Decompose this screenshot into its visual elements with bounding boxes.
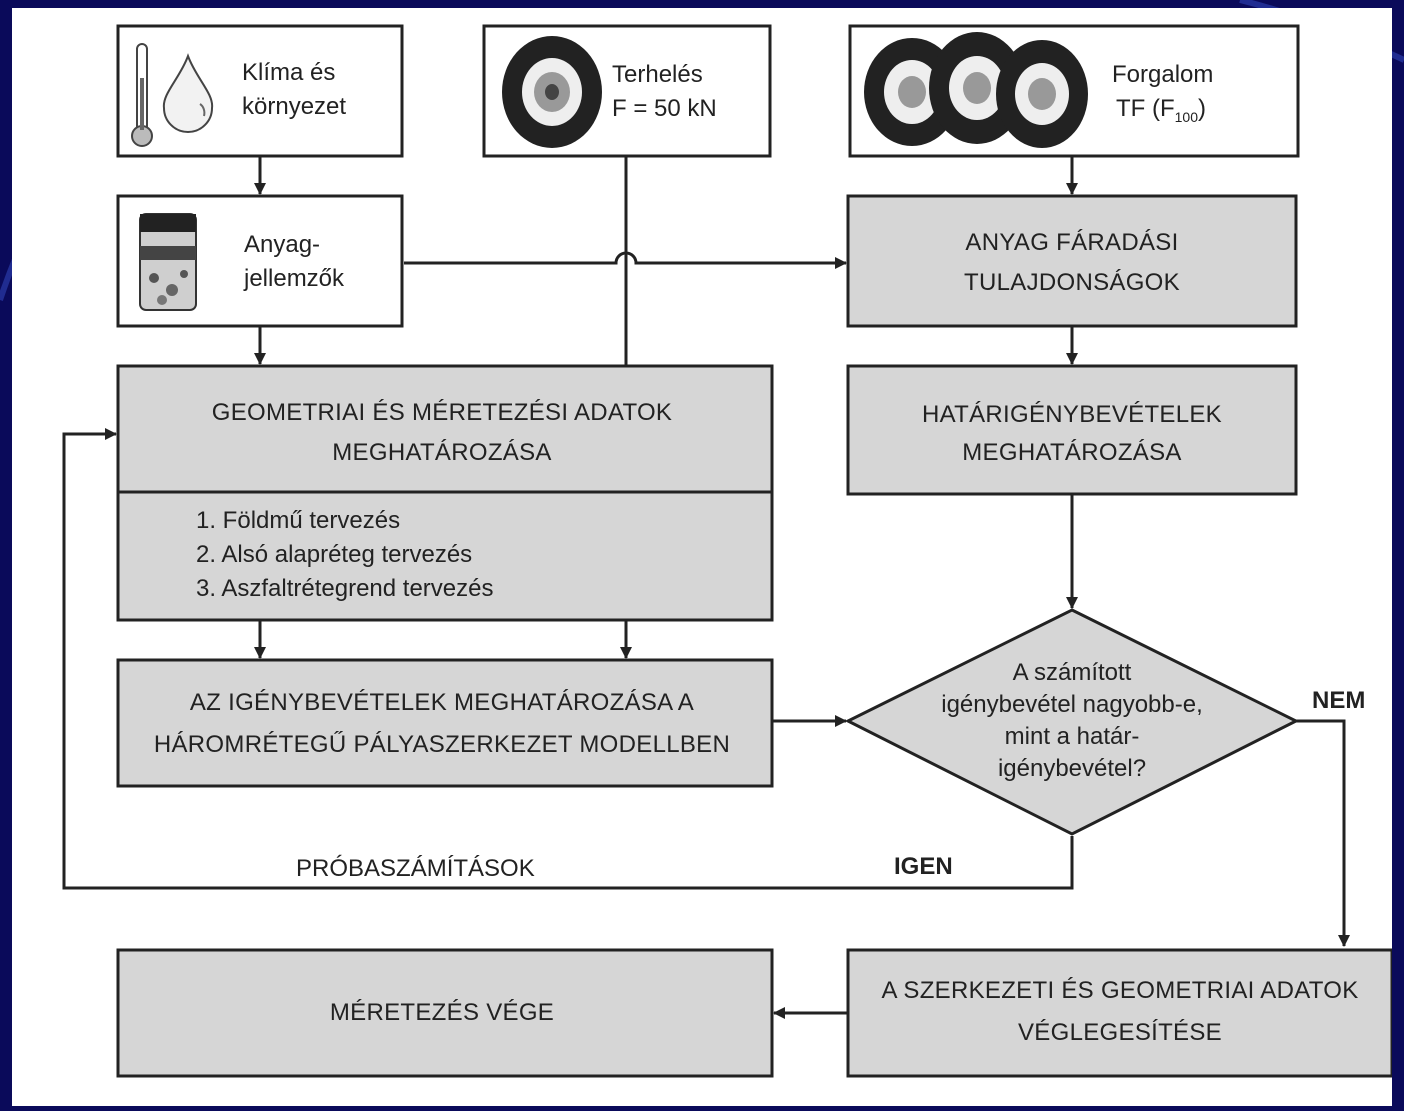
hatar-line1: HATÁRIGÉNYBEVÉTELEK: [922, 401, 1222, 428]
vege-label: MÉRETEZÉS VÉGE: [330, 999, 554, 1026]
forgalom-line1: Forgalom: [1112, 61, 1213, 88]
decision-line4: igénybevétel?: [998, 755, 1146, 782]
box-hatar: HATÁRIGÉNYBEVÉTELEK MEGHATÁROZÁSA: [846, 364, 1298, 496]
step-3: 3. Aszfaltrétegrend tervezés: [196, 575, 494, 602]
box-anyagjellemzok: Anyag- jellemzők: [116, 194, 404, 328]
anyag-line1: Anyag-: [244, 231, 320, 258]
decision-line1: A számított: [1013, 659, 1132, 686]
box-vege: MÉRETEZÉS VÉGE: [116, 948, 774, 1078]
label-probaszamitasok: PRÓBASZÁMÍTÁSOK: [296, 855, 535, 882]
box-faradasi: ANYAG FÁRADÁSI TULAJDONSÁGOK: [846, 194, 1298, 328]
box-terheles: Terhelés F = 50 kN: [482, 24, 772, 158]
decision-line3: mint a határ-: [1005, 723, 1140, 750]
arrow-igen-loop: [62, 428, 1074, 890]
hatar-line2: MEGHATÁROZÁSA: [962, 439, 1181, 466]
material-sample-icon: [139, 213, 197, 311]
tires-icon: [864, 32, 1088, 148]
faradasi-line2: TULAJDONSÁGOK: [964, 269, 1180, 296]
vegleges-line1: A SZERKEZETI ÉS GEOMETRIAI ADATOK: [881, 977, 1358, 1004]
geometriai-line1: GEOMETRIAI ÉS MÉRETEZÉSI ADATOK: [212, 399, 673, 426]
igeny-line1: AZ IGÉNYBEVÉTELEK MEGHATÁROZÁSA A: [190, 689, 694, 716]
geometriai-line2: MEGHATÁROZÁSA: [332, 439, 551, 466]
step-2: 2. Alsó alapréteg tervezés: [196, 541, 472, 568]
forgalom-line2: TF (F100): [1116, 95, 1206, 125]
decision-line2: igénybevétel nagyobb-e,: [941, 691, 1203, 718]
water-drop-icon: [162, 53, 214, 133]
decision-diamond: A számított igénybevétel nagyobb-e, mint…: [844, 608, 1300, 836]
igeny-line2: HÁROMRÉTEGŰ PÁLYASZERKEZET MODELLBEN: [154, 731, 730, 758]
label-nem: NEM: [1312, 687, 1365, 714]
box-klima: Klíma és környezet: [116, 24, 404, 158]
terheles-line1: Terhelés: [612, 61, 703, 88]
terheles-line2: F = 50 kN: [612, 95, 717, 122]
anyag-line2: jellemzők: [243, 265, 345, 292]
box-forgalom: Forgalom TF (F100): [848, 24, 1300, 158]
label-igen: IGEN: [894, 853, 953, 880]
klima-line1: Klíma és: [242, 59, 335, 86]
thermometer-icon: [131, 43, 153, 147]
flowchart: Klíma és környezet Terhelés F = 50 kN Fo…: [12, 8, 1394, 1106]
arrow-nem-branch: [1296, 719, 1350, 947]
box-geometriai: GEOMETRIAI ÉS MÉRETEZÉSI ADATOK MEGHATÁR…: [116, 364, 774, 622]
box-igenybevetelek: AZ IGÉNYBEVÉTELEK MEGHATÁROZÁSA A HÁROMR…: [116, 658, 774, 788]
step-1: 1. Földmű tervezés: [196, 507, 400, 534]
connectors: [62, 156, 1350, 1019]
box-vegleges: A SZERKEZETI ÉS GEOMETRIAI ADATOK VÉGLEG…: [846, 948, 1394, 1078]
faradasi-line1: ANYAG FÁRADÁSI: [965, 229, 1178, 256]
klima-line2: környezet: [242, 93, 346, 120]
vegleges-line2: VÉGLEGESÍTÉSE: [1018, 1019, 1222, 1046]
flowchart-svg: Klíma és környezet Terhelés F = 50 kN Fo…: [62, 24, 1394, 1078]
tire-icon: [502, 36, 602, 148]
